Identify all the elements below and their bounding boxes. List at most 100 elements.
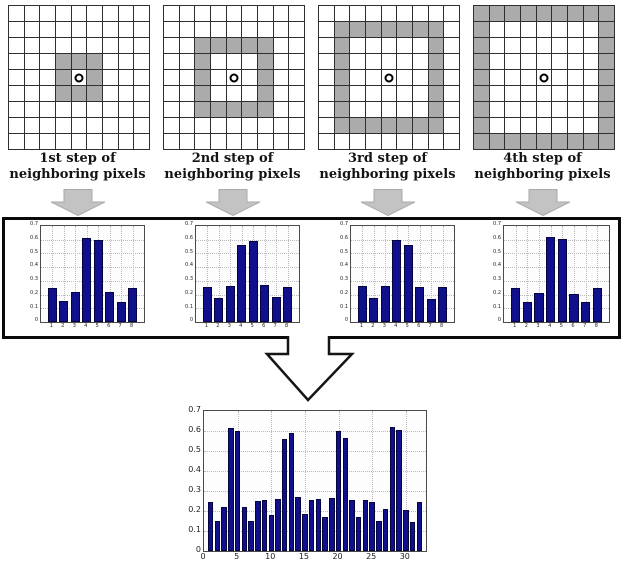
grid-cell bbox=[195, 70, 210, 85]
x-tick-label: 4 bbox=[548, 323, 552, 329]
y-tick-label: 0.1 bbox=[30, 303, 38, 310]
histogram-bar bbox=[546, 236, 556, 322]
histogram-bar bbox=[322, 516, 328, 551]
grid-cell bbox=[103, 118, 118, 133]
grid-cell bbox=[505, 6, 520, 21]
grid-cell bbox=[273, 22, 289, 37]
grid-cell bbox=[474, 38, 489, 53]
grid-cell bbox=[319, 6, 334, 21]
y-tick-label: 0.5 bbox=[185, 248, 193, 255]
grid-cell bbox=[521, 38, 536, 53]
histogram-bar bbox=[82, 237, 92, 322]
grid-cell bbox=[40, 102, 55, 117]
grid-cell bbox=[397, 102, 412, 117]
grid-cell bbox=[9, 22, 24, 37]
grid-cell bbox=[599, 54, 614, 69]
grid-cell bbox=[444, 38, 459, 53]
grid-cell bbox=[40, 54, 55, 69]
x-tick-label: 1 bbox=[204, 323, 209, 329]
x-gridline bbox=[121, 226, 123, 322]
x-tick-label: 7 bbox=[583, 323, 587, 329]
grid-cell bbox=[350, 70, 365, 85]
grid-cell bbox=[164, 102, 179, 117]
histogram-bar bbox=[382, 508, 389, 551]
grid-cell bbox=[428, 102, 444, 117]
x-gridline bbox=[574, 226, 575, 322]
grid-cell bbox=[599, 118, 614, 133]
grid-cell bbox=[164, 6, 179, 21]
grid-cell bbox=[397, 54, 412, 69]
grid-cell bbox=[521, 102, 536, 117]
grid-cell bbox=[87, 86, 102, 101]
step-label-line-2: neighboring pixels bbox=[9, 167, 146, 182]
y-tick-label: 0.2 bbox=[188, 504, 201, 514]
histogram-bar bbox=[248, 521, 254, 551]
grid-cell bbox=[366, 6, 381, 21]
y-gridline bbox=[504, 253, 609, 255]
x-gridline bbox=[132, 226, 134, 322]
grid-cell bbox=[381, 22, 397, 37]
grid-cell bbox=[381, 54, 397, 69]
x-tick-label: 4 bbox=[394, 323, 398, 329]
grid-cell bbox=[24, 70, 40, 85]
x-gridline bbox=[362, 226, 364, 322]
step-label-2: 2nd step of neighboring pixels bbox=[155, 151, 310, 183]
x-tick-label: 5 bbox=[250, 323, 254, 329]
grid-cell bbox=[583, 134, 599, 149]
grid-cell bbox=[334, 6, 350, 21]
histogram-bar bbox=[392, 239, 402, 322]
y-tick-label: 0 bbox=[344, 317, 348, 324]
grid-cell bbox=[397, 70, 412, 85]
center-pixel-circle-icon bbox=[384, 73, 394, 82]
y-tick-label: 0.4 bbox=[185, 262, 193, 269]
histogram-bar bbox=[356, 517, 362, 551]
x-gridline bbox=[304, 411, 306, 551]
x-tick-label: 7 bbox=[273, 323, 277, 329]
grid-cell bbox=[211, 6, 226, 21]
grid-cell bbox=[226, 70, 242, 85]
histogram-bar bbox=[557, 239, 567, 322]
grid-cell bbox=[568, 134, 583, 149]
grid-cell bbox=[24, 22, 40, 37]
grid-cell bbox=[164, 118, 179, 133]
y-gridline bbox=[41, 294, 144, 296]
grid-cell bbox=[552, 118, 567, 133]
histogram-bar bbox=[221, 507, 227, 551]
y-gridline bbox=[41, 267, 144, 269]
y-tick-label: 0.5 bbox=[493, 248, 501, 255]
histogram-bar bbox=[70, 291, 80, 322]
x-gridline bbox=[271, 411, 273, 551]
grid-cell bbox=[56, 22, 71, 37]
grid-cell bbox=[56, 102, 71, 117]
grid-cell bbox=[164, 86, 179, 101]
grid-cell bbox=[536, 118, 552, 133]
grid-cell bbox=[87, 22, 102, 37]
histogram-bar bbox=[569, 293, 579, 322]
x-tick-label: 5 bbox=[95, 323, 99, 329]
grid-cell bbox=[474, 70, 489, 85]
grid-cell bbox=[428, 22, 444, 37]
grid-cell bbox=[9, 134, 24, 149]
grid-cell bbox=[536, 38, 552, 53]
y-tick-label: 0.6 bbox=[493, 234, 501, 241]
grid-cell bbox=[536, 22, 552, 37]
x-gridline bbox=[385, 226, 387, 322]
histogram-bar bbox=[271, 296, 281, 322]
histogram-bar bbox=[362, 500, 369, 551]
grid-cell bbox=[568, 118, 583, 133]
grid-cell bbox=[226, 102, 242, 117]
grid-cell bbox=[444, 86, 459, 101]
grid-cell bbox=[87, 6, 102, 21]
x-tick-label: 8 bbox=[594, 323, 598, 329]
grid-cell bbox=[258, 54, 273, 69]
grid-cell bbox=[552, 70, 567, 85]
histogram-bar bbox=[415, 287, 425, 322]
grid-cell bbox=[552, 134, 567, 149]
step-label-line-2: neighboring pixels bbox=[319, 167, 456, 182]
x-gridline bbox=[230, 226, 232, 322]
grid-cell bbox=[568, 86, 583, 101]
step-label-line-1: 4th step of bbox=[503, 151, 582, 166]
histogram-bar bbox=[275, 498, 281, 551]
grid-cell bbox=[319, 70, 334, 85]
